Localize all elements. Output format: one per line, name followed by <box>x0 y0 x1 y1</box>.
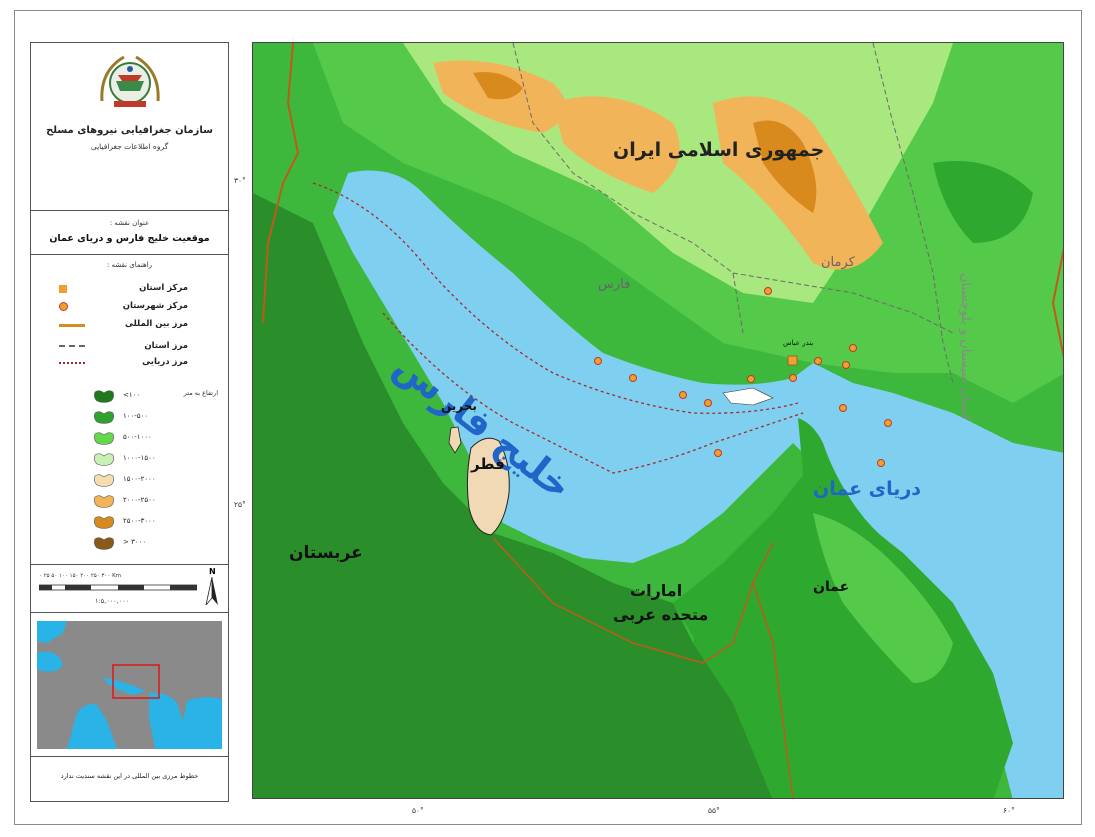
qatar-landmass <box>466 437 510 536</box>
elevation-swatch-label: ۱۰۰-۵۰۰ <box>123 412 149 420</box>
label-fars: فارس <box>598 277 631 292</box>
county-center-markers <box>594 287 892 467</box>
map-canvas <box>253 43 1063 798</box>
map-title: موقعیت خلیج فارس و دریای عمان <box>49 233 210 244</box>
scale-section: ۰ ۲۵ ۵۰ ۱۰۰ ۱۵۰ ۲۰۰ ۲۵۰ ۳۰۰ Km ۱:۵,۰۰۰,۰… <box>31 565 228 613</box>
inset-section <box>31 613 228 757</box>
bahrain-island <box>448 426 462 454</box>
kerman-peak <box>753 120 817 213</box>
legend-heading: راهنمای نقشه : <box>106 261 153 269</box>
scale-ratio: ۱:۵,۰۰۰,۰۰۰ <box>95 597 130 605</box>
elevation-swatch <box>93 473 115 488</box>
department-name: گروه اطلاعات جغرافیایی <box>90 142 169 151</box>
legend-maritime-border-label: مرز دریایی <box>142 357 188 367</box>
north-label: N <box>209 567 216 576</box>
inset-location-map <box>37 621 222 749</box>
tick-lon-55: ۵۵° <box>708 806 720 815</box>
label-bahrain: بحرین <box>441 399 477 413</box>
iran-pakistan-border <box>1051 247 1063 359</box>
qeshm-island <box>722 387 774 406</box>
legend-province-border-label: مرز استان <box>144 341 188 351</box>
province-border-fars <box>512 43 744 334</box>
label-qatar: قطر <box>471 455 505 473</box>
tick-lat-25: ۲۵° <box>234 500 246 509</box>
label-oman-sea: دریای عمان <box>813 478 922 500</box>
label-oman: عمان <box>813 579 850 595</box>
elevation-swatch-label: ۱۵۰۰-۲۰۰۰ <box>123 475 156 483</box>
zagros-high-2 <box>553 96 680 193</box>
arabia-lowland <box>253 193 773 798</box>
map-title-label: عنوان نقشه : <box>109 219 150 227</box>
province-center-icon <box>59 285 67 293</box>
elevation-swatch <box>93 410 115 425</box>
elevation-swatch-label: > ۳۰۰۰ <box>123 538 147 546</box>
main-map: جمهوری اسلامی ایران فارس کرمان استان سیس… <box>252 42 1064 799</box>
elevation-heading: ارتفاع به متر <box>183 389 218 397</box>
maritime-border-north <box>312 182 799 414</box>
international-border-icon <box>59 324 85 327</box>
label-sistan: استان سیستان و بلوچستان <box>958 273 973 420</box>
organization-emblem-icon <box>100 55 160 107</box>
legend-county-center-label: مرکز شهرستان <box>122 301 188 311</box>
disclaimer-note: خطوط مرزی بین المللی در این نقشه سندیت ن… <box>60 772 199 780</box>
scale-bar-icon <box>39 584 197 591</box>
tick-lat-30: ۳۰° <box>234 176 246 185</box>
elevation-swatch <box>93 389 115 404</box>
tick-lon-50: ۵۰° <box>412 806 424 815</box>
elevation-swatch-label: <۱۰۰ <box>123 391 141 399</box>
elevation-swatch-label: ۱۰۰۰-۱۵۰۰ <box>123 454 156 462</box>
label-saudi-arabia: عربستان <box>289 543 363 563</box>
north-arrow-icon <box>205 577 218 605</box>
elevation-swatch <box>93 431 115 446</box>
elevation-swatch-label: ۲۰۰۰-۲۵۰۰ <box>123 496 156 504</box>
legend-province-center-label: مرکز استان <box>139 283 188 293</box>
province-border-hormozgan <box>732 272 954 334</box>
elevation-swatch <box>93 452 115 467</box>
zagros-peak <box>473 72 523 100</box>
tick-lon-60: ۶۰° <box>1003 806 1015 815</box>
legend-international-border-label: مرز بین المللی <box>124 319 188 329</box>
province-center-marker <box>787 355 798 366</box>
header-section: سازمان جغرافیایی نیروهای مسلح گروه اطلاع… <box>31 43 228 211</box>
label-kerman: کرمان <box>821 255 855 270</box>
title-section: عنوان نقشه : موقعیت خلیج فارس و دریای عم… <box>31 211 228 255</box>
county-center-icon <box>59 302 68 311</box>
iran-iraq-border <box>262 43 300 324</box>
label-uae-line1: امارات <box>630 581 683 600</box>
province-border-icon <box>59 345 85 347</box>
elevation-swatch <box>93 494 115 509</box>
label-iran: جمهوری اسلامی ایران <box>613 139 825 161</box>
scale-ticks: ۰ ۲۵ ۵۰ ۱۰۰ ۱۵۰ ۲۰۰ ۲۵۰ ۳۰۰ Km <box>39 573 122 579</box>
elevation-swatch-label: ۲۵۰۰-۳۰۰۰ <box>123 517 156 525</box>
elevation-swatch <box>93 515 115 530</box>
legend-section: راهنمای نقشه : مرکز استان مرکز شهرستان م… <box>31 255 228 565</box>
sea-area <box>333 170 1063 798</box>
hajar-mountains <box>813 513 953 683</box>
legend-panel: سازمان جغرافیایی نیروهای مسلح گروه اطلاع… <box>30 42 229 802</box>
label-bandar-abbas: بندر عباس <box>783 339 814 347</box>
organization-name: سازمان جغرافیایی نیروهای مسلح <box>46 125 213 136</box>
saudi-oman-border <box>752 582 794 798</box>
maritime-border-icon <box>59 362 85 364</box>
sistan-lowland <box>933 161 1033 243</box>
note-section: خطوط مرزی بین المللی در این نقشه سندیت ن… <box>31 757 228 801</box>
label-uae-line2: متحده عربی <box>613 605 709 624</box>
elevation-swatch <box>93 536 115 551</box>
elevation-swatch-label: ۵۰۰-۱۰۰۰ <box>123 433 152 441</box>
inset-focus-rectangle <box>112 664 160 699</box>
province-border-kerman <box>872 43 954 384</box>
